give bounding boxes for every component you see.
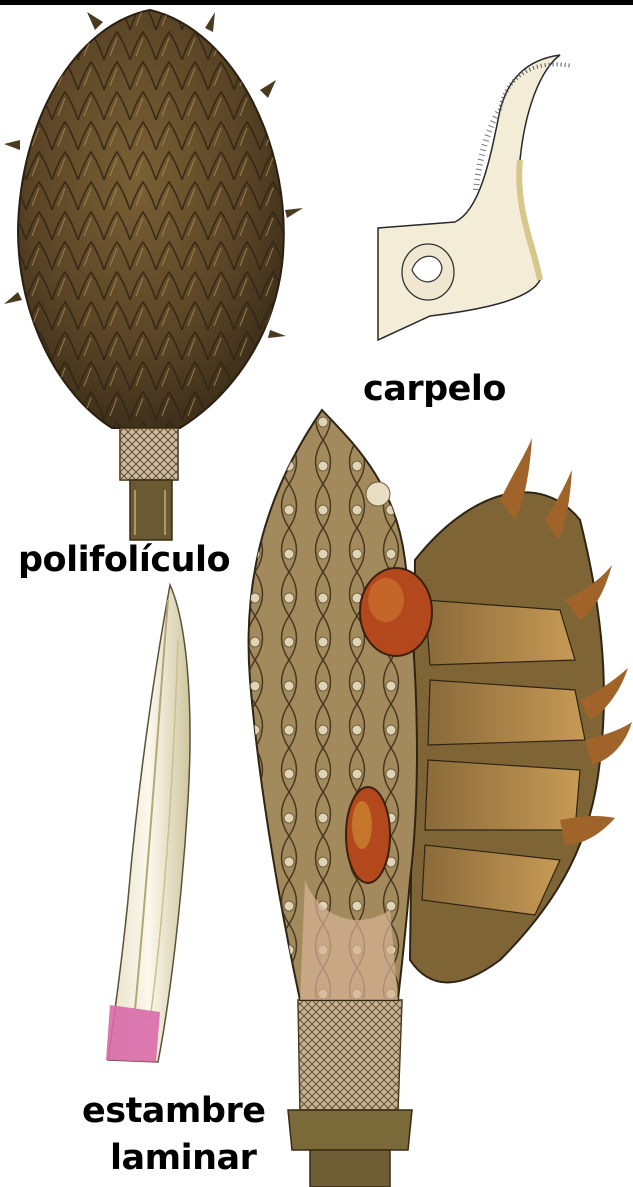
estambre-laminar-illustration: [106, 585, 190, 1062]
carpelo-illustration: [378, 55, 572, 340]
open-fruit-illustration: [249, 410, 632, 1187]
label-polifoliculo: polifolículo: [18, 543, 230, 578]
label-estambre-line2: laminar: [110, 1141, 256, 1176]
polifoliculo-cone-illustration: [4, 10, 303, 540]
label-estambre-line1: estambre: [82, 1094, 265, 1129]
label-carpelo: carpelo: [363, 372, 506, 407]
